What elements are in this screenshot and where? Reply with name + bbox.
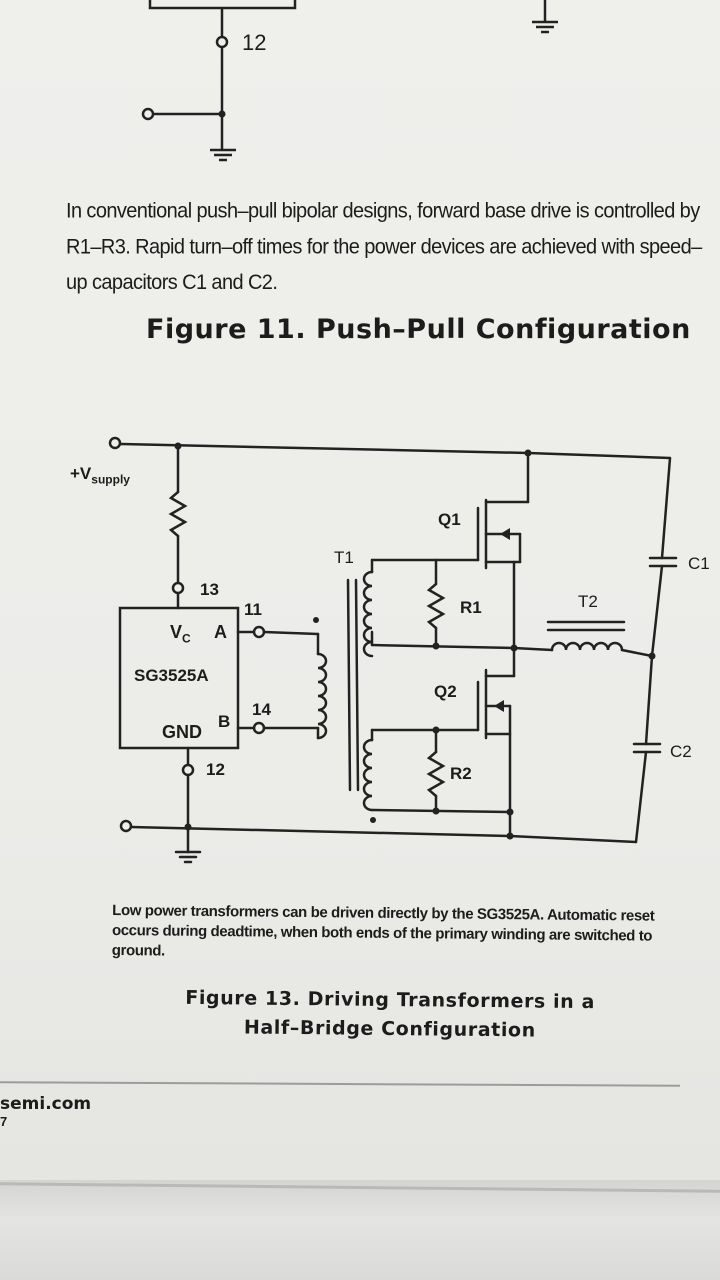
monitor-bezel xyxy=(0,1180,720,1280)
pin-12-label: 12 xyxy=(206,760,225,779)
supply-label: +Vsupply xyxy=(70,464,130,487)
footer-page-number: 7 xyxy=(0,1114,8,1129)
q1-label: Q1 xyxy=(438,510,461,529)
t1-label: T1 xyxy=(334,548,354,567)
figure-13-title-line2: Half–Bridge Configuration xyxy=(243,1016,536,1042)
r2-label: R2 xyxy=(450,764,472,783)
pin-13-label: 13 xyxy=(200,580,219,599)
ic-out-b-label: B xyxy=(218,712,231,731)
ic-gnd-label: GND xyxy=(162,722,202,742)
c1-label: C1 xyxy=(688,554,710,573)
footer-divider xyxy=(0,1081,681,1087)
c2-label: C2 xyxy=(670,742,692,761)
figure-13-caption: Low power transformers can be driven dir… xyxy=(111,901,655,960)
ic-vc-label: VC xyxy=(170,622,191,646)
figure-13-title: Figure 13. Driving Transformers in a Hal… xyxy=(150,983,631,1046)
q2-label: Q2 xyxy=(434,682,457,701)
figure-11-title: Figure 11. Push–Pull Configuration xyxy=(146,314,691,345)
figure-13-title-line1: Figure 13. Driving Transformers in a xyxy=(185,986,596,1014)
pin-label-12-top: 12 xyxy=(242,30,267,55)
t2-label: T2 xyxy=(578,592,598,611)
ic-out-a-label: A xyxy=(214,622,227,642)
r1-label: R1 xyxy=(460,598,482,617)
body-paragraph: In conventional push–pull bipolar design… xyxy=(66,199,702,295)
half-bridge-schematic xyxy=(108,436,678,864)
ic-name-label: SG3525A xyxy=(134,666,209,685)
footer-site-text: semi.com xyxy=(0,1094,92,1114)
previous-figure-fragment xyxy=(141,0,558,162)
pin-11-label: 11 xyxy=(244,600,262,619)
pin-14-label: 14 xyxy=(252,700,271,719)
